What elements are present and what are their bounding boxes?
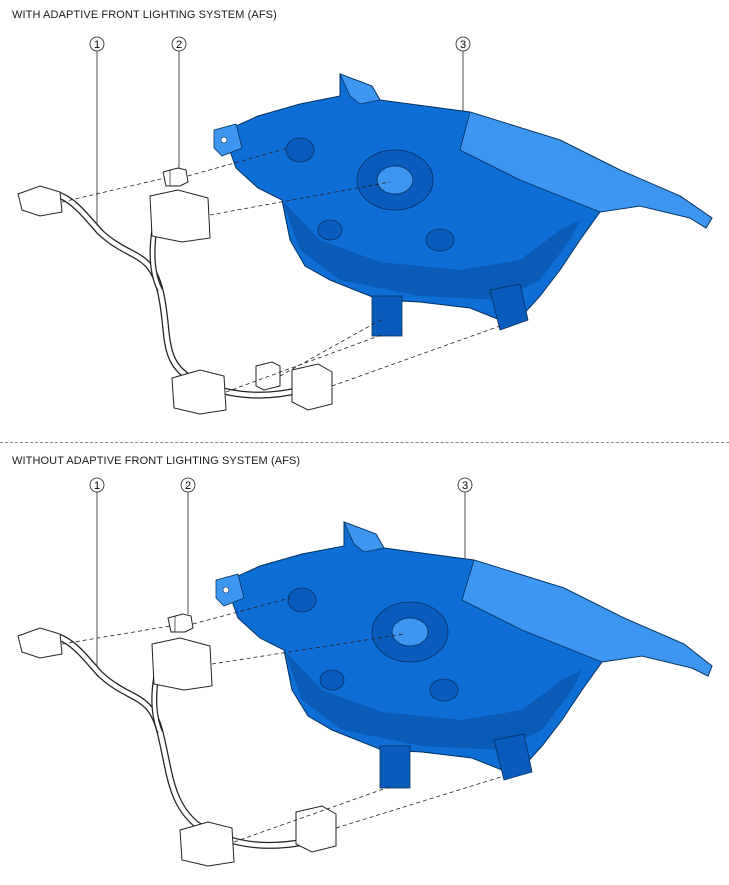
section-heading: WITH ADAPTIVE FRONT LIGHTING SYSTEM (AFS…	[12, 9, 277, 21]
svg-text:2: 2	[176, 39, 182, 51]
headlight-diagram-no-afs: 1 2 3	[17, 477, 713, 867]
svg-text:3: 3	[460, 39, 466, 51]
connector-main	[149, 189, 211, 243]
connector-lower-left	[171, 369, 227, 415]
headlight-housing	[213, 73, 713, 337]
callout-3: 3	[457, 477, 473, 493]
bulb-socket	[162, 167, 189, 187]
section-without-afs: WITHOUT ADAPTIVE FRONT LIGHTING SYSTEM (…	[0, 446, 729, 885]
headlight-housing	[215, 521, 713, 789]
section-with-afs: WITH ADAPTIVE FRONT LIGHTING SYSTEM (AFS…	[0, 0, 729, 440]
headlight-diagram-afs: 1 2 3	[17, 36, 713, 415]
callout-1: 1	[89, 477, 105, 493]
svg-text:1: 1	[94, 39, 100, 51]
connector-lower-right	[291, 363, 333, 411]
connector-left	[17, 185, 63, 217]
connector-main	[151, 637, 213, 691]
connector-lower-right	[295, 805, 337, 853]
bulb-socket	[167, 613, 194, 633]
callout-2: 2	[180, 477, 196, 493]
connector-small	[255, 361, 281, 391]
svg-text:2: 2	[185, 480, 191, 492]
svg-text:3: 3	[462, 480, 468, 492]
section-heading: WITHOUT ADAPTIVE FRONT LIGHTING SYSTEM (…	[12, 455, 301, 467]
section-divider	[0, 442, 729, 443]
callout-2: 2	[171, 36, 187, 52]
connector-lower-left	[179, 821, 235, 867]
connector-left	[17, 627, 63, 659]
svg-text:1: 1	[94, 480, 100, 492]
callout-3: 3	[455, 36, 471, 52]
callout-1: 1	[89, 36, 105, 52]
